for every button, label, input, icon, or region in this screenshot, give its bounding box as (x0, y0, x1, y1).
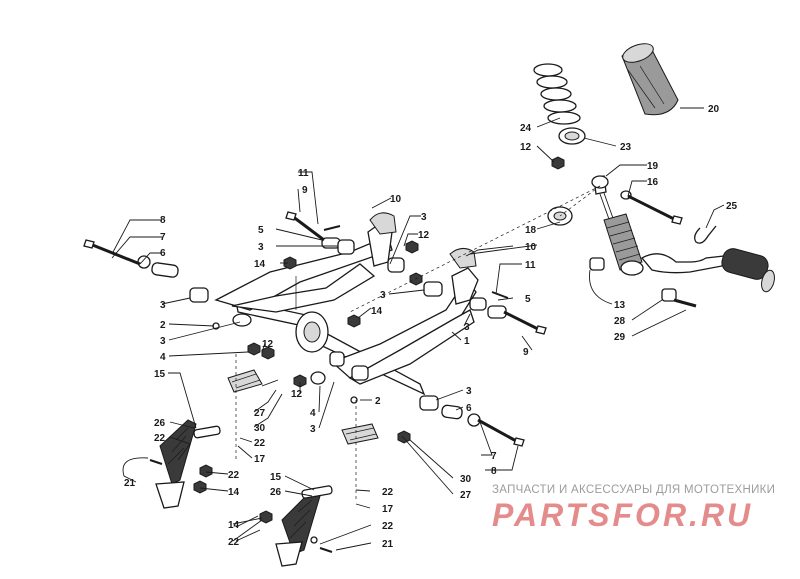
label-4-left: 4 (160, 352, 166, 363)
label-15-low: 15 (270, 472, 282, 483)
label-23: 23 (620, 142, 632, 153)
label-25: 25 (726, 201, 738, 212)
label-3-d: 3 (421, 212, 427, 223)
label-6-right: 6 (466, 403, 472, 414)
label-27-left: 27 (254, 408, 266, 419)
label-26-low: 26 (270, 487, 282, 498)
part-labels: 8 7 6 3 2 3 4 15 26 22 21 22 14 14 22 11… (124, 104, 738, 550)
shock-nut (551, 156, 565, 170)
bushings-spacers (137, 237, 507, 427)
label-22-left-b: 22 (228, 470, 240, 481)
label-12-shock: 12 (520, 142, 532, 153)
label-12-top: 12 (418, 230, 430, 241)
label-3-b: 3 (160, 336, 166, 347)
label-11-right: 11 (525, 260, 536, 271)
label-24: 24 (520, 123, 532, 134)
label-30-left: 30 (254, 423, 266, 434)
leader-lines (111, 107, 725, 551)
label-14-top: 14 (254, 259, 266, 270)
label-22-left-a: 22 (154, 433, 166, 444)
arm-pivot-blocks (369, 212, 477, 269)
label-26-left: 26 (154, 418, 166, 429)
label-22-low-b: 22 (382, 521, 394, 532)
label-3-f: 3 (380, 290, 386, 301)
watermark-caption: ЗАПЧАСТИ И АКСЕССУАРЫ ДЛЯ МОТОТЕХНИКИ (492, 484, 776, 496)
label-7-right: 7 (491, 451, 497, 462)
label-9-right: 9 (523, 347, 529, 358)
lock-nuts (212, 240, 423, 404)
shock-spring (533, 63, 581, 125)
shock-absorber (591, 175, 775, 293)
label-3-h: 3 (466, 386, 472, 397)
label-21-left: 21 (124, 478, 136, 489)
label-2-mid: 2 (375, 396, 381, 407)
cotter-pin (694, 225, 717, 244)
label-19: 19 (647, 161, 659, 172)
label-10-top: 10 (390, 194, 402, 205)
spring-retainer (558, 127, 586, 145)
label-3-a: 3 (160, 300, 166, 311)
label-5-top: 5 (258, 225, 264, 236)
label-10-right: 10 (525, 242, 537, 253)
label-11-top: 11 (298, 168, 309, 179)
label-9-top: 9 (302, 185, 308, 196)
label-1: 1 (464, 336, 470, 347)
label-17-low: 17 (382, 504, 394, 515)
label-22-mid-a: 22 (254, 438, 266, 449)
label-5-right: 5 (525, 294, 531, 305)
label-17-mid: 17 (254, 454, 266, 465)
label-13: 13 (614, 300, 626, 311)
label-27-right: 27 (460, 490, 472, 501)
label-29: 29 (614, 332, 626, 343)
left-footrest (149, 369, 263, 509)
label-14-left-b: 14 (228, 520, 240, 531)
shock-bolts (627, 194, 697, 308)
label-21-low: 21 (382, 539, 394, 550)
label-22-low-a: 22 (382, 487, 394, 498)
label-3-e: 3 (310, 424, 316, 435)
right-footrest (259, 423, 411, 567)
label-3-g: 3 (464, 322, 470, 333)
label-16: 16 (647, 177, 659, 188)
label-22-left-c: 22 (228, 537, 240, 548)
shock-boot (621, 43, 679, 116)
label-3-c: 3 (258, 242, 264, 253)
label-14-left-a: 14 (228, 487, 240, 498)
label-8-left: 8 (160, 215, 166, 226)
label-14-center: 14 (371, 306, 383, 317)
label-30-right: 30 (460, 474, 472, 485)
label-20: 20 (708, 104, 720, 115)
label-28: 28 (614, 316, 626, 327)
label-8-right: 8 (491, 466, 497, 477)
label-18: 18 (525, 225, 537, 236)
label-7-left: 7 (160, 232, 166, 243)
assembly-centerlines (235, 185, 601, 500)
label-2-left: 2 (160, 320, 166, 331)
label-12-mid: 12 (262, 339, 274, 350)
label-4-mid: 4 (310, 408, 316, 419)
watermark-logo[interactable]: PARTSFOR.RU (492, 497, 754, 533)
label-12-low: 12 (291, 389, 303, 400)
label-15-left: 15 (154, 369, 166, 380)
label-6-left: 6 (160, 248, 166, 259)
